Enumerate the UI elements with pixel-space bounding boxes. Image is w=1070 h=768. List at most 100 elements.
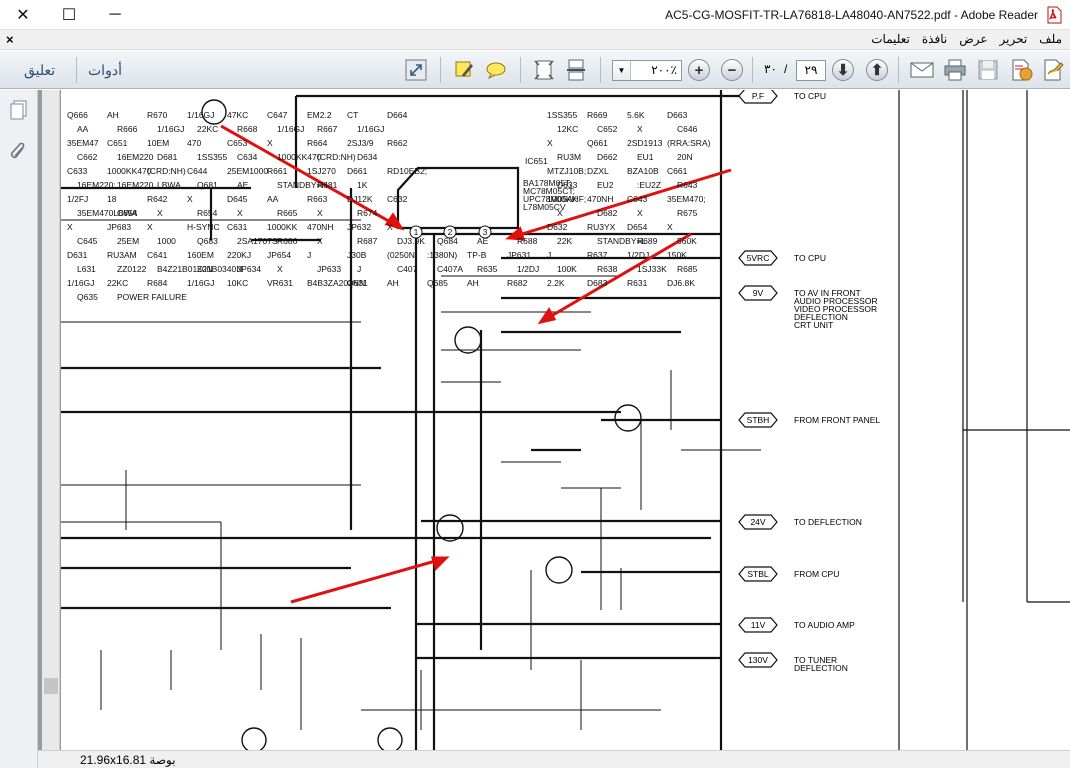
connector-id-label: 24V xyxy=(750,517,765,527)
component-label: X xyxy=(157,208,163,218)
scroll-mode-icon[interactable] xyxy=(564,58,588,82)
component-label: 1000KK470 xyxy=(107,166,152,176)
component-label: ZZ0122 xyxy=(117,264,147,274)
component-label: AH xyxy=(107,110,119,120)
zoom-in-button[interactable]: + xyxy=(688,59,710,81)
component-label: D682 xyxy=(597,208,618,218)
next-page-button[interactable]: ⬇ xyxy=(832,59,854,81)
component-label: STANDBY=H xyxy=(277,180,328,190)
close-window-button[interactable]: ✕ xyxy=(16,7,30,24)
component-label: RU3YX xyxy=(587,222,616,232)
component-label: Z21B0340N xyxy=(197,264,242,274)
component-label: 35EM470LBWA xyxy=(77,208,137,218)
component-label: X xyxy=(67,222,73,232)
component-label: 1/16GJ xyxy=(187,110,214,120)
component-label: RU3M xyxy=(557,152,581,162)
component-label: JP654 xyxy=(267,250,291,260)
connector-destination-label: DEFLECTION xyxy=(794,663,848,673)
menu-edit[interactable]: تحرير xyxy=(999,32,1028,46)
comment-panel-button[interactable]: تعليق xyxy=(24,62,56,78)
toolbar-divider xyxy=(898,57,899,83)
attachments-icon[interactable] xyxy=(9,142,29,162)
component-label: 150K xyxy=(667,250,687,260)
component-label: 16EM220; xyxy=(77,180,116,190)
page-size-label: 21.96x16.81 بوصة xyxy=(80,753,176,767)
page-thumbnails-icon[interactable] xyxy=(9,100,29,120)
connector-id-label: STBH xyxy=(747,415,770,425)
component-label: TP-B xyxy=(467,250,487,260)
toolbar: تعليق أدوات ▼ ٢٠٠٪ + − ٣٠ / ٢٩ ⬇ ⬆ xyxy=(0,51,1070,89)
component-label: JP633 xyxy=(317,264,341,274)
fit-page-icon[interactable] xyxy=(532,58,556,82)
sticky-note-icon[interactable] xyxy=(484,58,508,82)
close-document-icon[interactable]: × xyxy=(6,32,14,47)
component-label: R681 xyxy=(317,180,338,190)
component-label: R654 xyxy=(197,208,218,218)
page-separator: / xyxy=(784,62,788,76)
tools-panel-button[interactable]: أدوات xyxy=(88,62,122,78)
component-label: D681 xyxy=(157,152,178,162)
menu-view[interactable]: عرض xyxy=(959,32,988,46)
page-number-input[interactable]: ٢٩ xyxy=(796,60,826,81)
component-label: 1/16GJ xyxy=(157,124,184,134)
component-label: R675 xyxy=(677,208,698,218)
sign-icon[interactable] xyxy=(1042,58,1066,82)
component-label: H-SYNC xyxy=(187,222,220,232)
scrollbar-thumb[interactable] xyxy=(44,678,58,694)
component-label: R635 xyxy=(477,264,498,274)
component-label: 47KC xyxy=(227,110,248,120)
chevron-down-icon[interactable]: ▼ xyxy=(613,61,631,80)
component-label: :EU2Z xyxy=(637,180,661,190)
component-label: (CRD:NH) xyxy=(317,152,356,162)
vertical-scrollbar[interactable] xyxy=(42,90,60,750)
component-label: 1/2FJ xyxy=(67,194,88,204)
save-icon[interactable] xyxy=(976,58,1000,82)
component-label: 18 xyxy=(107,194,117,204)
component-label: B4B3ZA202NN xyxy=(307,278,365,288)
expand-icon[interactable] xyxy=(404,58,428,82)
component-label: (CRD:NH) xyxy=(147,166,186,176)
component-label: AA xyxy=(77,124,89,134)
component-label: X xyxy=(277,264,283,274)
component-label: 1SS355 xyxy=(197,152,228,162)
component-label: 10EM xyxy=(147,138,169,148)
component-label: X xyxy=(667,222,673,232)
print-icon[interactable] xyxy=(943,58,967,82)
ic-pin-label: 1 xyxy=(414,227,419,237)
component-label: 5.6K xyxy=(627,110,645,120)
component-label: DZXL xyxy=(587,166,609,176)
maximize-window-button[interactable]: ☐ xyxy=(61,7,77,24)
minimize-window-button[interactable]: ─ xyxy=(109,6,121,23)
component-label: C632 xyxy=(387,194,408,204)
component-label: Q683 xyxy=(197,236,218,246)
previous-page-button[interactable]: ⬆ xyxy=(866,59,888,81)
connector-destination-label: TO AUDIO AMP xyxy=(794,620,855,630)
component-label: 1000KK xyxy=(547,194,578,204)
component-label: C647 xyxy=(267,110,288,120)
component-label: AE xyxy=(477,236,489,246)
connector-destination-label: FROM CPU xyxy=(794,569,839,579)
email-icon[interactable] xyxy=(910,58,934,82)
create-pdf-icon[interactable] xyxy=(1010,58,1034,82)
zoom-select[interactable]: ▼ ٢٠٠٪ xyxy=(612,60,682,81)
menu-file[interactable]: ملف xyxy=(1039,32,1062,46)
component-label: C643 xyxy=(627,194,648,204)
window-title: AC5-CG-MOSFIT-TR-LA76818-LA48040-AN7522.… xyxy=(665,8,1038,22)
component-label: EU1 xyxy=(637,152,654,162)
component-label: VR631 xyxy=(267,278,293,288)
component-label: C645 xyxy=(77,236,98,246)
zoom-out-button[interactable]: − xyxy=(721,59,743,81)
menu-window[interactable]: نافذة xyxy=(921,32,948,46)
connector-id-label: 5VRC xyxy=(747,253,770,263)
component-label: 1SS355 xyxy=(547,110,578,120)
component-label: JP631 xyxy=(507,250,531,260)
menu-help[interactable]: تعليمات xyxy=(871,32,910,46)
component-label: 470NH xyxy=(307,222,333,232)
component-label: 1/16GJ xyxy=(187,278,214,288)
ic-pin-label: 2 xyxy=(448,227,453,237)
component-label: 560K xyxy=(677,236,697,246)
connector-destination-label: AUDIO PROCESSOR xyxy=(794,296,878,306)
highlight-icon[interactable] xyxy=(452,58,476,82)
